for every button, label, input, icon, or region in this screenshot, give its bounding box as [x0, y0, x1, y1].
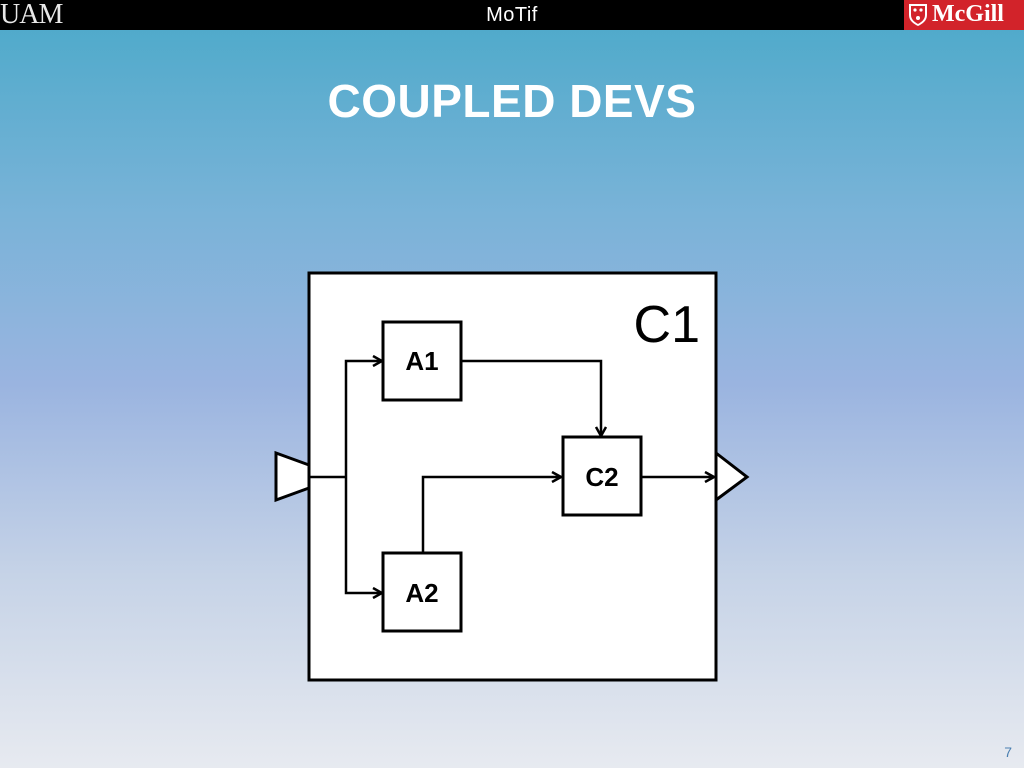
atomic-a2-label: A2	[405, 578, 438, 608]
header-bar: UAM MoTif McGill	[0, 0, 1024, 30]
atomic-a2-box	[381, 551, 463, 633]
input-port	[274, 450, 311, 503]
a2-to-c2-arrow	[421, 477, 561, 553]
mcgill-logo: McGill	[904, 0, 1024, 30]
coupled-c2-label: C2	[585, 462, 618, 492]
mcgill-wordmark: McGill	[932, 1, 1004, 27]
split-to-a2-arrow	[344, 477, 382, 593]
uam-logo: UAM	[0, 0, 63, 30]
coupled-c2-box	[561, 435, 643, 517]
atomic-a1-label: A1	[405, 346, 438, 376]
coupled-model-c1-label: C1	[634, 296, 700, 354]
slide-number: 7	[1004, 744, 1012, 760]
a1-to-c2-arrow	[462, 359, 601, 436]
atomic-a1-box	[381, 320, 463, 402]
slide-title: COUPLED DEVS	[327, 75, 697, 127]
mcgill-shield-icon	[909, 4, 927, 26]
header-title: MoTif	[486, 4, 538, 26]
output-port	[714, 449, 750, 503]
split-to-a1-arrow	[344, 361, 382, 477]
